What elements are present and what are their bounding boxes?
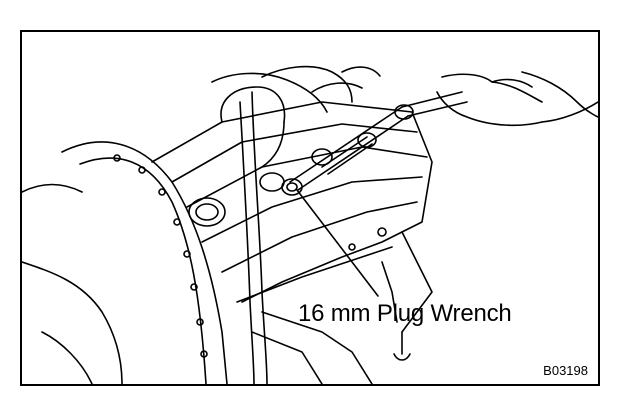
- right-hand: [436, 71, 598, 127]
- callout-leader-line: [296, 189, 379, 297]
- cylinder-head: [151, 101, 433, 384]
- callout-label-plug-wrench: 16 mm Plug Wrench: [298, 300, 512, 327]
- left-hand: [211, 65, 381, 384]
- engine-plug-wrench-illustration: [22, 65, 598, 384]
- illustration-frame: 16 mm Plug Wrench B03198: [20, 30, 600, 386]
- plug-wrench: [281, 91, 468, 196]
- figure-code: B03198: [543, 363, 588, 378]
- flywheel-housing: [22, 141, 228, 384]
